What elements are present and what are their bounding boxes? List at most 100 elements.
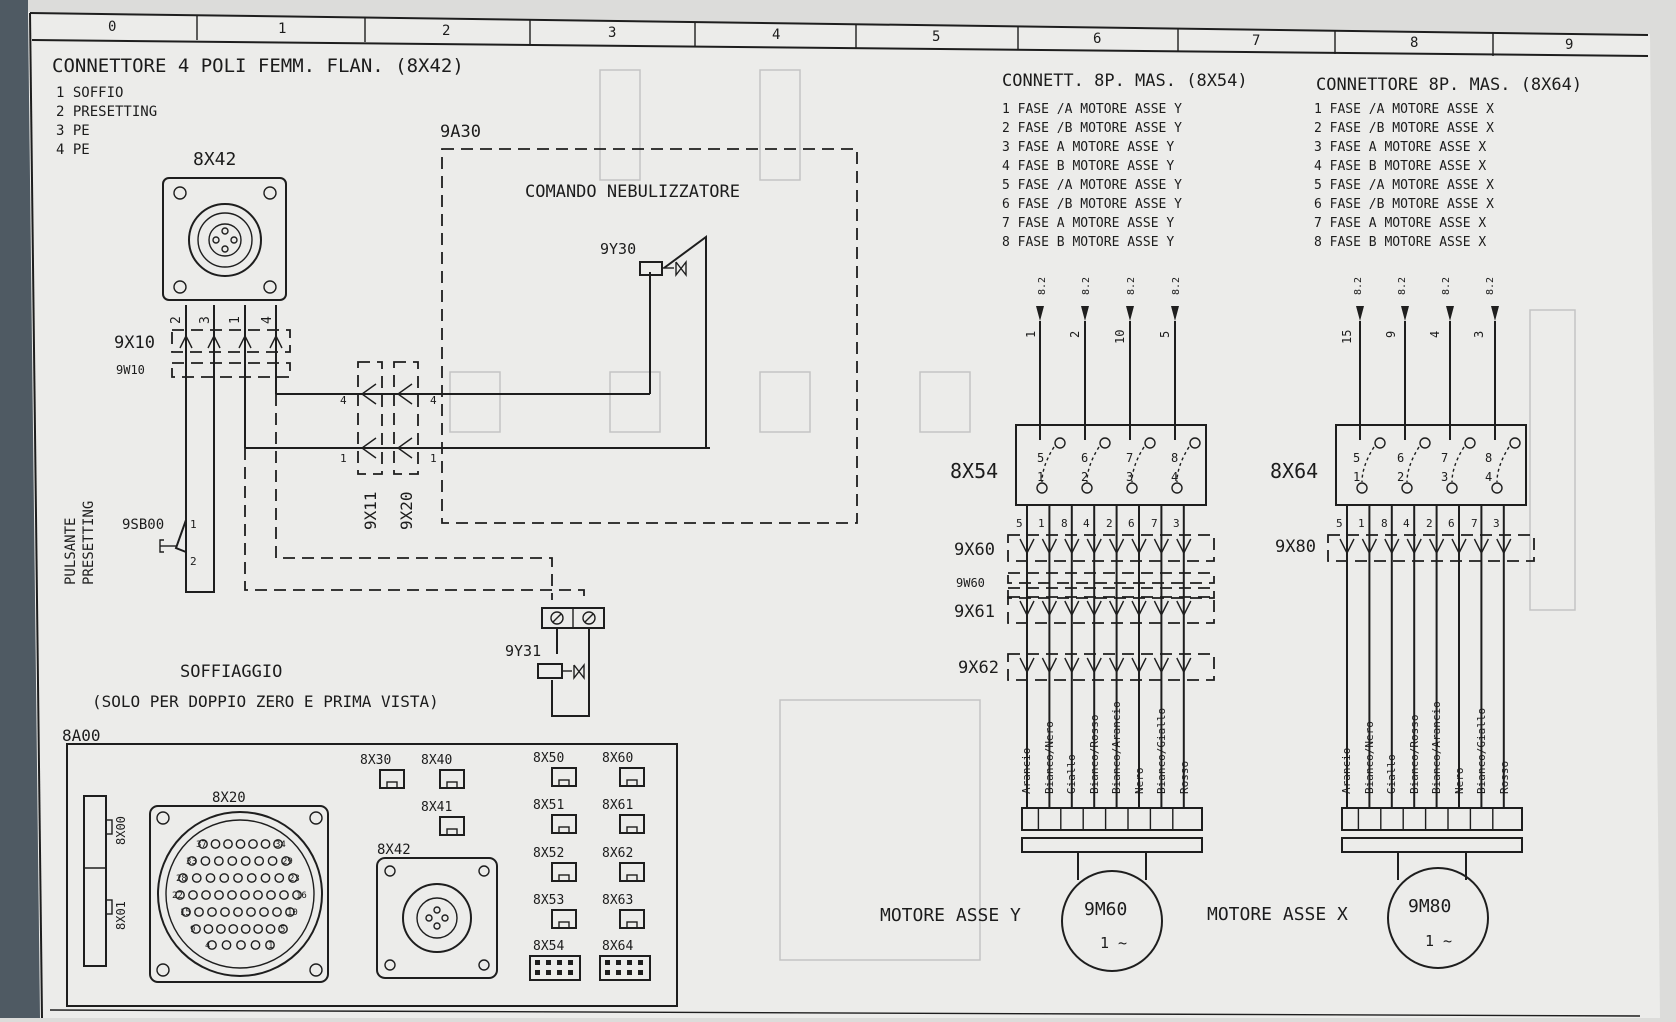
pin-num-10: 10 [287,908,298,918]
panel-small-connectors [379,767,651,981]
label-8x64: 8X64 [1270,459,1318,483]
module-9a30-title: COMANDO NEBULIZZATORE [525,182,740,202]
pin-hole [205,873,216,883]
panel-connector-key [386,781,398,789]
contact [1401,482,1413,494]
pin-num-22: 22 [172,891,183,901]
panel-8x51: 8X51 [533,798,564,813]
conn-8x54-line-5: 5 FASE /A MOTORE ASSE Y [1002,178,1182,193]
label-8x20: 8X20 [212,790,246,806]
terminal-arrow [1384,538,1400,555]
terminal-arrow [1131,657,1147,674]
grid-col-9: 9 [1565,37,1573,53]
module-9a30-box [441,148,858,524]
pin-dot [557,970,562,975]
ref-y-4: 8.2 [1171,277,1182,295]
conn-8x42-pin-3: 3 PE [56,123,90,139]
pin-num-28: 28 [176,874,187,884]
contact [1054,437,1066,449]
panel-8x30: 8X30 [360,753,391,768]
contact-link [1041,446,1055,483]
y-color-1: Arancio [1020,748,1033,794]
label-9x61: 9X61 [954,602,995,622]
contact-link [1131,446,1145,483]
terminal-arrow [1086,657,1102,674]
border-top [29,12,1649,36]
y-color-2: Bianco/Nero [1043,721,1056,794]
ref-x-2: 8.2 [1397,277,1408,295]
x-color-7: Bianco/Giallo [1475,708,1488,794]
label-presetting: PRESETTING [81,501,97,585]
pin-hole [187,856,197,866]
x-row-6: 6 [1448,517,1455,530]
pin-hole [233,907,243,917]
terminal-arrow [1176,600,1192,617]
x-row-3: 3 [1493,517,1500,530]
x-pin-top-5: 5 [1353,451,1360,465]
grid-col-8: 8 [1410,35,1418,51]
terminal-strip [1007,572,1215,584]
terminal-strip [1327,534,1535,562]
pin-hole [214,890,224,900]
grid-separators [196,15,1494,56]
panel-connector-key [626,826,638,834]
y-pin-top-7: 7 [1126,451,1133,465]
terminal-arrow [1041,657,1058,674]
contact [1446,482,1458,494]
panel-8x41: 8X41 [421,800,452,815]
y-row-4: 4 [1083,517,1090,530]
grid-col-6: 6 [1093,31,1101,47]
pin-hole [203,924,214,934]
motor-x-label: MOTORE ASSE X [1207,904,1348,925]
wire-y-10: 10 [1113,330,1127,344]
conn-8x54-title: CONNETT. 8P. MAS. (8X54) [1002,71,1248,91]
label-9w10: 9W10 [116,363,145,377]
x-pin-bot-1: 1 [1353,470,1360,484]
motor-y-phase: 1 ~ [1100,934,1127,952]
grid-col-7: 7 [1252,33,1260,49]
x11-pin-1: 1 [340,452,347,465]
pin-num-1: 1 [268,941,273,951]
terminal-arrow [1064,657,1080,674]
pin-num-4: 4 [205,941,210,951]
pin-dot [546,960,551,965]
contact [1356,482,1368,494]
contact-link [1086,446,1100,483]
label-9x20: 9X20 [397,491,416,530]
y-pin-bot-1: 1 [1037,470,1044,484]
panel-connector-key [626,874,638,882]
pin-hole [288,873,298,883]
contact-link [1176,446,1190,483]
y-pin-top-6: 6 [1081,451,1088,465]
terminal-9x10 [171,329,291,378]
contact [1491,482,1503,494]
y-row-7: 7 [1151,517,1158,530]
contact [1144,437,1156,449]
label-9x80: 9X80 [1275,537,1316,557]
conn-8x54-line-2: 2 FASE /B MOTORE ASSE Y [1002,121,1182,136]
label-8x01: 8X01 [114,901,128,930]
connector-8x42-flange [162,177,287,301]
label-pulsante: PULSANTE [63,518,79,585]
pin-hole [281,856,291,866]
pin-hole [213,856,224,866]
sb00-pin-2: 2 [190,555,197,568]
contact [1126,482,1138,494]
pin-hole [250,940,261,950]
pin-hole [219,873,230,883]
y-pin-top-5: 5 [1037,451,1044,465]
pushbutton-9sb00 [159,398,215,593]
valve-9y30 [639,235,710,449]
wire-x-4: 4 [1428,331,1442,338]
border-bottom [49,1009,1641,1017]
plug-row [1021,807,1203,831]
pin-hole [191,924,201,934]
panel-connector-8pin [599,955,651,981]
wiring-8x54 [1007,306,1215,972]
pin-hole [235,839,246,849]
pin-label-4: 4 [260,316,275,324]
panel-8x63: 8X63 [602,893,633,908]
conn-8x54-line-4: 4 FASE B MOTORE ASSE Y [1002,159,1174,174]
terminal-arrow [1153,538,1170,555]
pin-hole [227,890,237,900]
